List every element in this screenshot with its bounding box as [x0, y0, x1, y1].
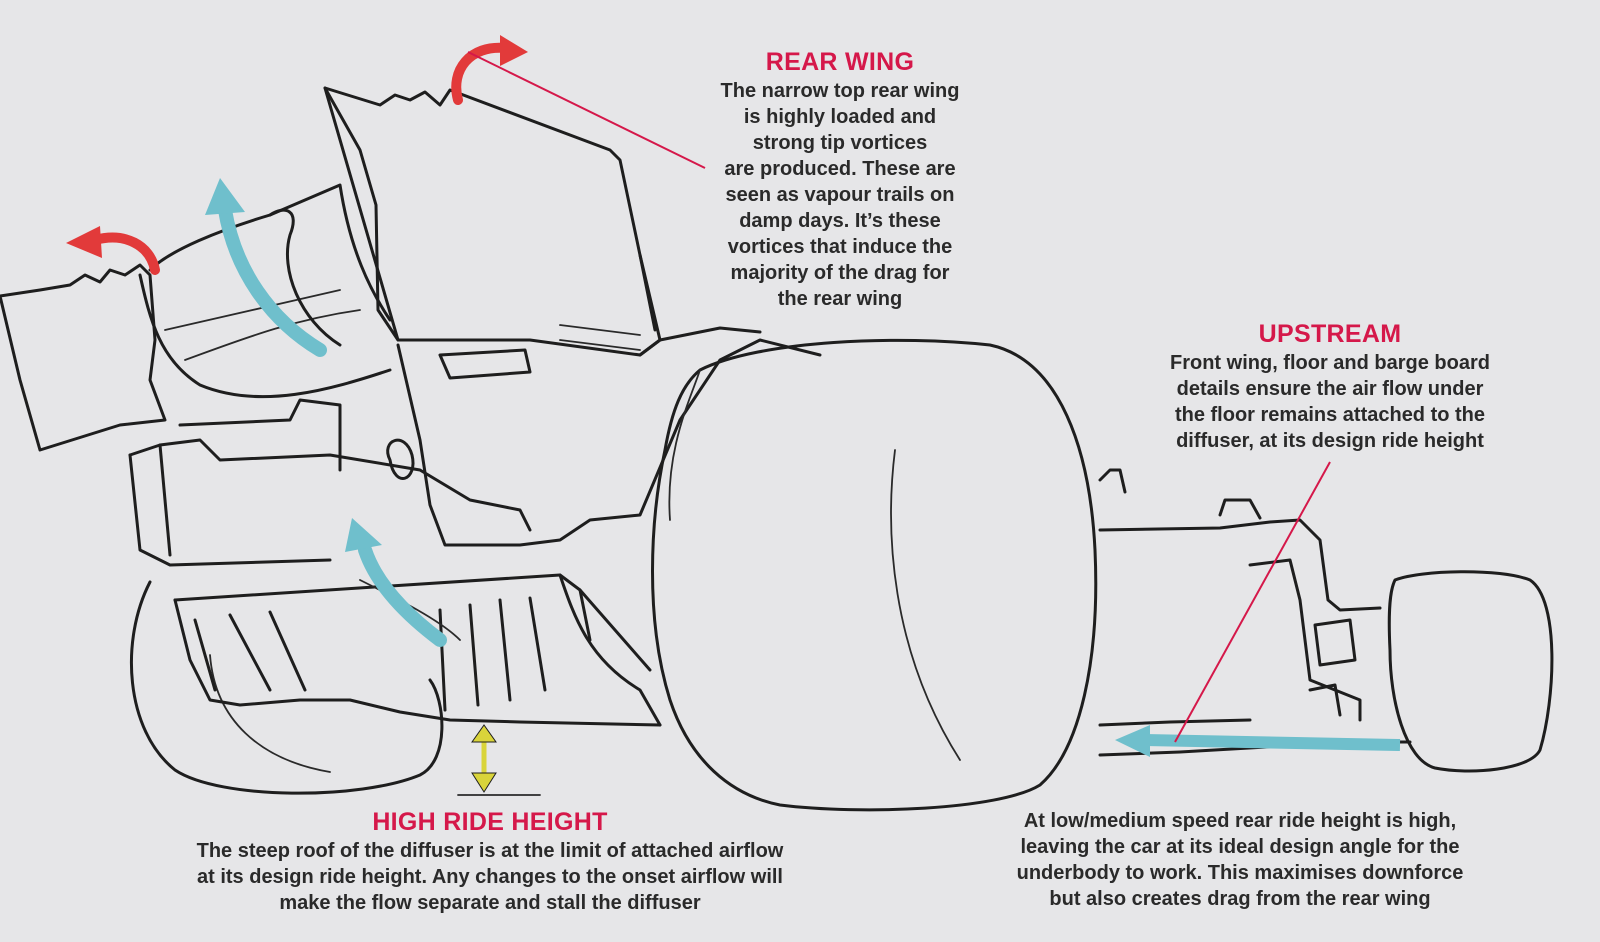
upstream-heading: UPSTREAM	[1258, 320, 1402, 348]
diffuser-airflow-arrow	[345, 518, 447, 647]
front-chassis	[1098, 468, 1412, 757]
front-right-tyre	[1387, 570, 1554, 773]
rear-wing-leader-line	[467, 51, 706, 169]
rear-wing	[323, 86, 662, 357]
rear-wing-heading: REAR WING	[765, 48, 915, 76]
rear-right-tyre	[651, 338, 1098, 812]
rear-left-wheel	[129, 580, 444, 795]
low-medium-speed-annotation: At low/medium speed rear ride height is …	[990, 808, 1490, 912]
upstream-annotation: UPSTREAM Front wing, floor and barge boa…	[1150, 320, 1510, 454]
upstream-leader-line	[1174, 461, 1331, 743]
underfloor-airflow-arrow	[1115, 725, 1401, 757]
rear-wing-endplate	[0, 183, 392, 452]
rear-wing-annotation: REAR WING The narrow top rear wing is hi…	[690, 48, 990, 312]
endplate-vortex-arrow	[66, 226, 160, 275]
low-medium-speed-description: At low/medium speed rear ride height is …	[1016, 810, 1464, 910]
ride-height-arrow	[471, 724, 497, 793]
high-ride-height-heading: HIGH RIDE HEIGHT	[372, 808, 608, 836]
high-ride-height-description: The steep roof of the diffuser is at the…	[196, 840, 784, 914]
engine-cover	[386, 326, 822, 547]
rear-wing-tip-vortex-arrow	[451, 35, 528, 105]
diffuser	[128, 398, 662, 727]
high-ride-height-annotation: HIGH RIDE HEIGHT The steep roof of the d…	[160, 808, 820, 916]
upstream-description: Front wing, floor and barge board detail…	[1170, 352, 1490, 452]
upwash-airflow-arrow	[205, 178, 327, 357]
rear-wing-description: The narrow top rear wing is highly loade…	[720, 80, 960, 310]
